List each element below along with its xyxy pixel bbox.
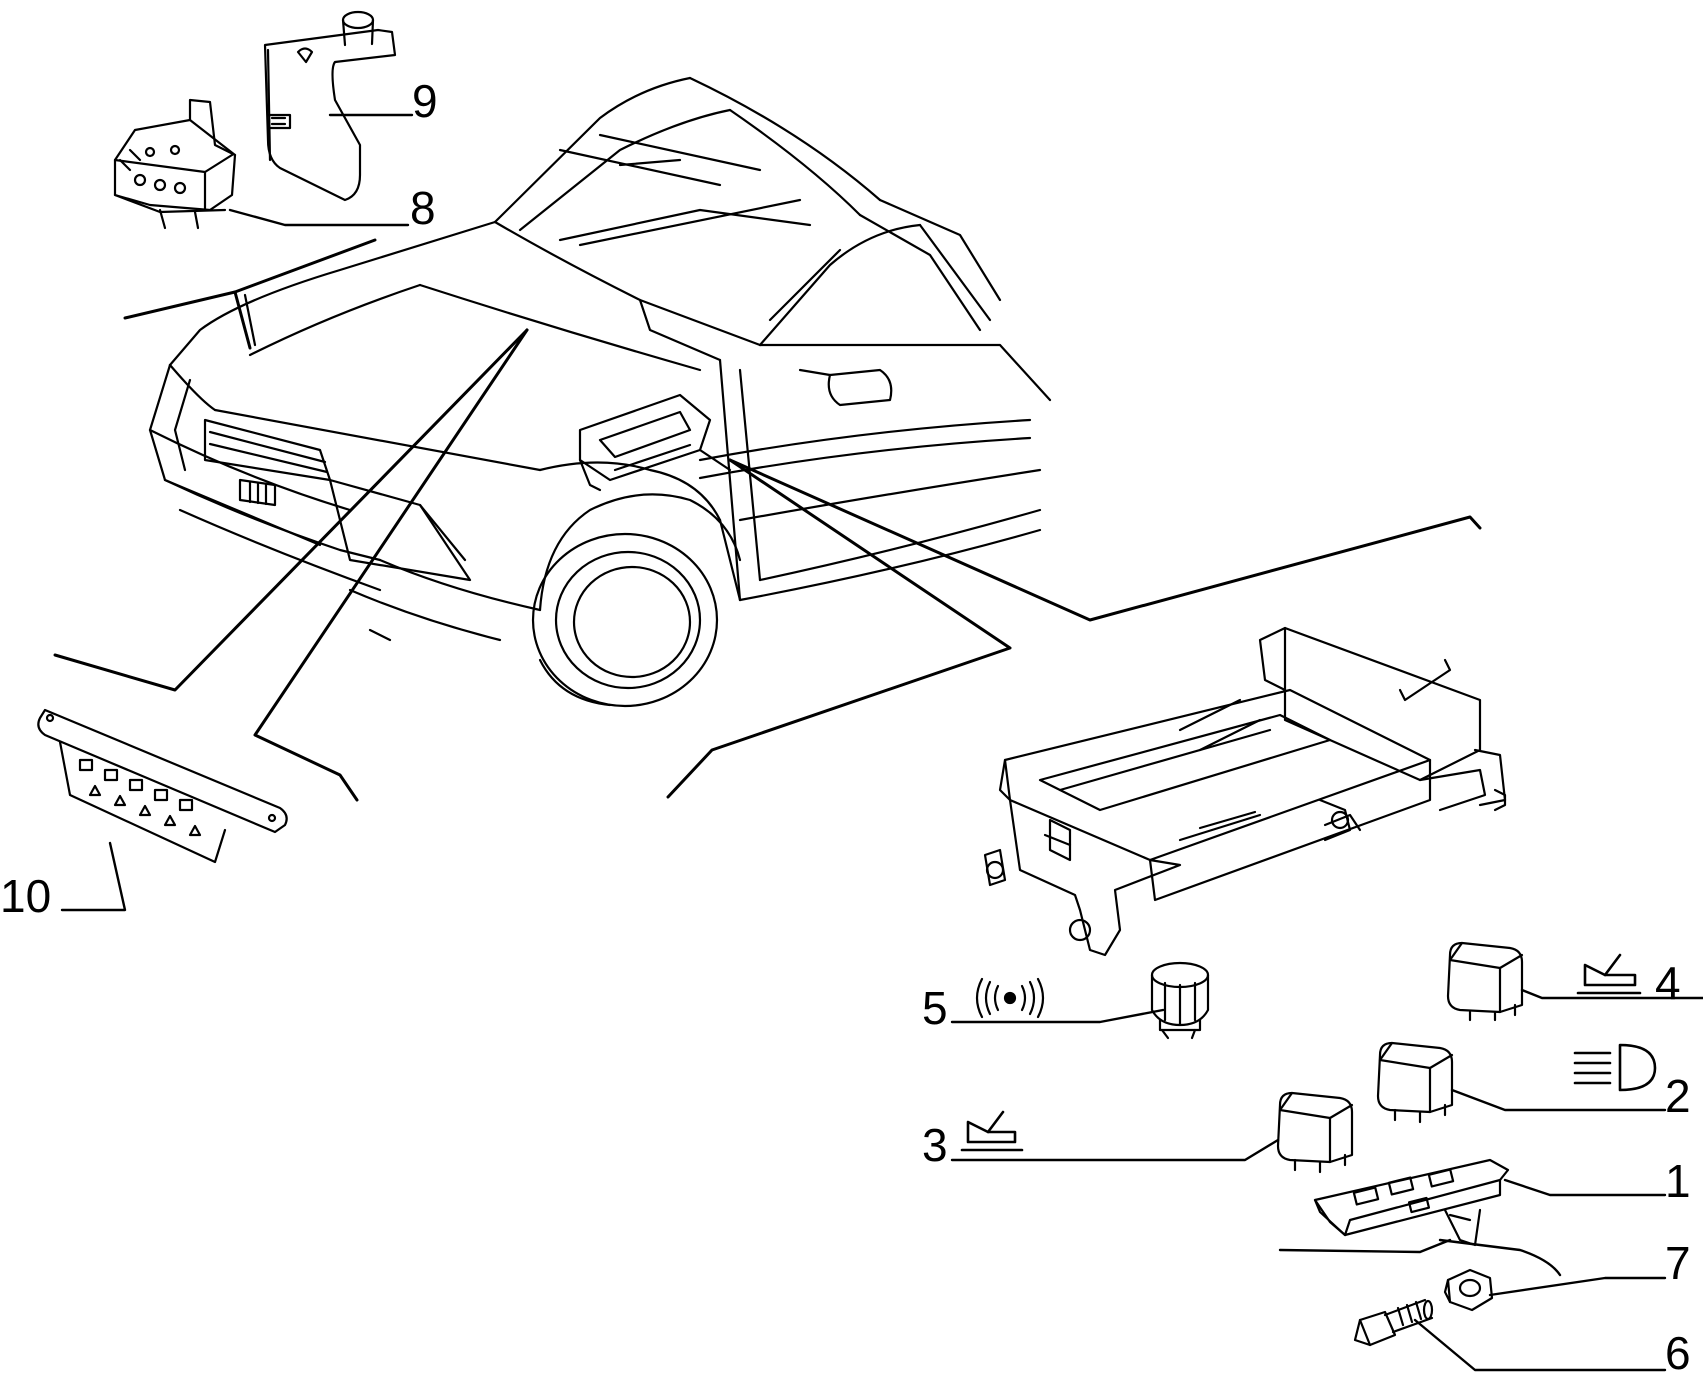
- relay-part-3: [1276, 1091, 1354, 1174]
- relay-part-2: [1376, 1041, 1454, 1124]
- callout-6: 6: [1665, 1327, 1691, 1379]
- callout-10: 10: [0, 870, 52, 922]
- bracket-part-9: [263, 10, 397, 202]
- leader-1: [1503, 1178, 1667, 1197]
- leader-6: [1413, 1318, 1667, 1372]
- mounting-plate-part-1: [1313, 1158, 1510, 1247]
- leader-5: [950, 1008, 1165, 1024]
- hood-lamp-icon: [960, 1110, 1024, 1152]
- horn-icon: [975, 977, 1045, 1019]
- car-outline: [148, 76, 1052, 708]
- leader-lines: [60, 113, 1703, 1372]
- relay-part-8: [113, 98, 237, 230]
- callout-9: 9: [412, 75, 438, 127]
- callout-7: 7: [1665, 1237, 1691, 1289]
- relay-part-4: [1446, 941, 1524, 1022]
- fuse-plate-part-10: [37, 708, 288, 864]
- detail-callout-lines: [53, 238, 1482, 802]
- leader-4: [1520, 988, 1703, 1000]
- callout-3: 3: [922, 1119, 948, 1171]
- bolt-part-6: [1353, 1298, 1434, 1347]
- callout-5: 5: [922, 982, 948, 1034]
- leader-3: [950, 1138, 1280, 1162]
- nut-part-7: [1443, 1268, 1494, 1312]
- fuse-box-assembly: [983, 626, 1507, 957]
- callout-1: 1: [1665, 1155, 1691, 1207]
- callout-8: 8: [410, 182, 436, 234]
- leader-10: [60, 841, 127, 912]
- leader-7: [1488, 1276, 1667, 1297]
- headlight-icon: [1573, 1043, 1657, 1092]
- callout-2: 2: [1665, 1070, 1691, 1122]
- callout-4: 4: [1655, 957, 1681, 1009]
- leader-8: [228, 208, 410, 227]
- leader-2: [1450, 1088, 1667, 1112]
- hood-lamp-icon: [1576, 953, 1642, 995]
- horn-relay-part-5: [1150, 961, 1210, 1040]
